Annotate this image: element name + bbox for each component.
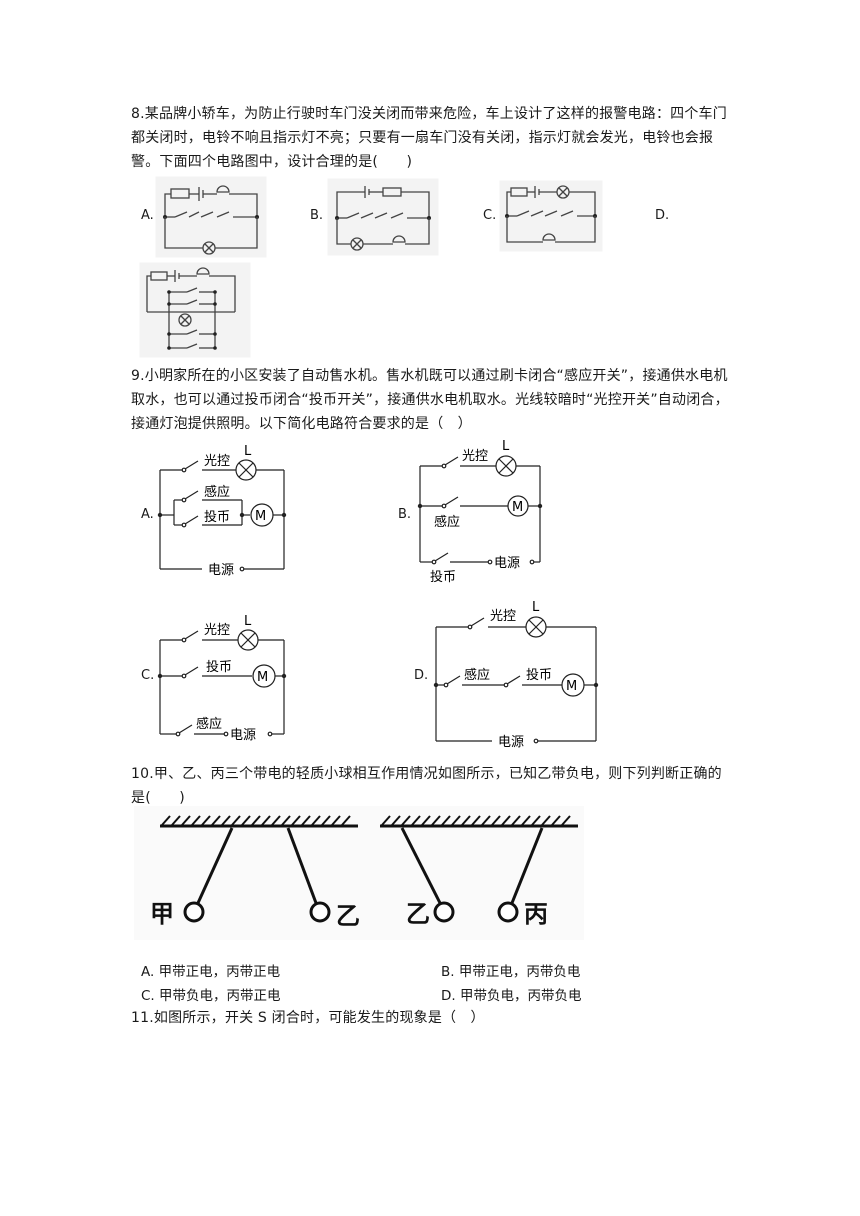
question-8-text: 8.某品牌小轿车，为防止行驶时车门没关闭而带来危险，车上设计了这样的报警电路：四… bbox=[131, 106, 727, 170]
q9-option-b-label: B. bbox=[398, 507, 412, 522]
question-10-text: 10.甲、乙、丙三个带电的轻质小球相互作用情况如图所示，已知乙带负电，则下列判断… bbox=[131, 766, 722, 806]
ball-bing-label: 丙 bbox=[524, 900, 548, 928]
q9a-coin-label: 投币 bbox=[204, 509, 230, 525]
q9c-coin-label: 投币 bbox=[206, 659, 232, 675]
q10-answer-d[interactable]: D. 甲带负电，丙带负电 bbox=[441, 988, 582, 1004]
question-11-text: 11.如图所示，开关 S 闭合时，可能发生的现象是（ ） bbox=[131, 1010, 485, 1026]
q8-circuit-a bbox=[155, 176, 267, 258]
ball-bing bbox=[497, 901, 519, 923]
q9c-power-label: 电源 bbox=[230, 728, 256, 743]
q9-circuit-c: 光控 L 投币 M 感应 电源 bbox=[157, 614, 287, 743]
ball-jia bbox=[183, 901, 205, 923]
question-9-text: 9.小明家所在的小区安装了自动售水机。售水机既可以通过刷卡闭合“感应开关”，接通… bbox=[131, 368, 729, 432]
q8-option-c-label: C. bbox=[483, 208, 497, 223]
q9a-motor-label: M bbox=[255, 509, 266, 524]
q9-option-c-label: C. bbox=[141, 668, 155, 683]
q9c-motor-label: M bbox=[257, 670, 268, 685]
q9d-power-label: 电源 bbox=[498, 735, 524, 750]
q10-answer-c[interactable]: C. 甲带负电，丙带正电 bbox=[141, 988, 281, 1004]
q9d-light-label: 光控 bbox=[490, 609, 516, 624]
q9c-sense-label: 感应 bbox=[196, 716, 222, 732]
q9a-power-label: 电源 bbox=[208, 563, 234, 578]
q9a-light-label: 光控 bbox=[204, 454, 230, 469]
q9c-lamp-label: L bbox=[244, 614, 252, 629]
q9d-sense-label: 感应 bbox=[464, 667, 490, 683]
ball-yi-right bbox=[433, 901, 455, 923]
q9-circuit-d: 光控 L 感应 投币 M 电源 bbox=[433, 600, 599, 750]
q9b-coin-label: 投币 bbox=[430, 569, 456, 585]
q8-circuit-c bbox=[499, 180, 603, 252]
q9b-lamp-label: L bbox=[502, 439, 510, 454]
q10-answer-b[interactable]: B. 甲带正电，丙带负电 bbox=[441, 964, 581, 980]
q8-circuit-d bbox=[139, 262, 251, 358]
ball-yi-left-label: 乙 bbox=[336, 902, 360, 930]
q9a-sense-label: 感应 bbox=[204, 484, 230, 500]
q9b-power-label: 电源 bbox=[494, 556, 520, 571]
q9d-motor-label: M bbox=[566, 679, 577, 694]
q9b-light-label: 光控 bbox=[462, 449, 488, 464]
q9b-sense-label: 感应 bbox=[434, 514, 460, 530]
q9c-light-label: 光控 bbox=[204, 623, 230, 638]
q9d-coin-label: 投币 bbox=[526, 667, 552, 683]
q9-circuit-a: 光控 L 感应 投币 M 电源 bbox=[157, 445, 287, 578]
q9b-motor-label: M bbox=[512, 500, 523, 515]
q9-circuit-b: 光控 L 感应 M 投币 电源 bbox=[417, 439, 543, 585]
q10-ball-diagram: 甲 乙 乙 丙 bbox=[134, 806, 584, 940]
q9d-lamp-label: L bbox=[532, 600, 540, 615]
ball-yi-right-label: 乙 bbox=[406, 900, 430, 928]
q8-option-b-label: B. bbox=[310, 208, 324, 223]
q9a-lamp-label: L bbox=[244, 445, 252, 459]
q8-circuit-b bbox=[327, 178, 439, 256]
ball-yi-left bbox=[309, 901, 331, 923]
q10-answer-a[interactable]: A. 甲带正电，丙带正电 bbox=[141, 964, 281, 980]
q8-option-d-label: D. bbox=[655, 208, 670, 223]
ball-jia-label: 甲 bbox=[150, 900, 174, 928]
q8-option-a-label: A. bbox=[141, 208, 154, 223]
q9-option-d-label: D. bbox=[414, 668, 429, 683]
q9-option-a-label: A. bbox=[141, 507, 154, 522]
